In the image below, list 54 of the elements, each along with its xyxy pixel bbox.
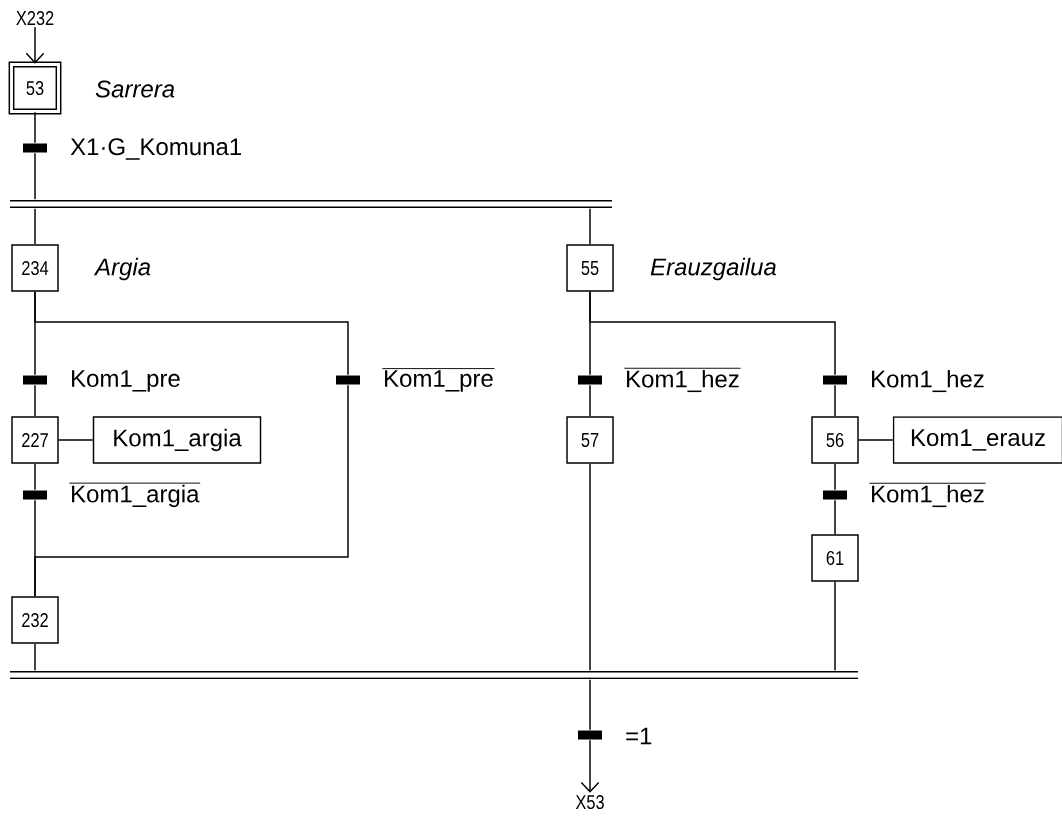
- link-line: [34, 384, 36, 417]
- step-box: 55: [566, 244, 614, 292]
- action-box: Kom1_argia: [92, 416, 262, 464]
- link-line: [58, 439, 94, 441]
- double-line: [10, 671, 858, 679]
- step-box: 234: [11, 244, 59, 292]
- link-line: [834, 384, 836, 417]
- step-box: 56: [811, 416, 859, 464]
- link-line: [34, 463, 36, 491]
- reference-label: X232: [16, 10, 54, 26]
- link-line: [589, 463, 591, 671]
- step-box: 61: [811, 534, 859, 582]
- transition-bar: [23, 375, 47, 385]
- transition-bar: [578, 375, 602, 385]
- transition-condition: Kom1_pre: [72, 370, 180, 392]
- transition-condition: Kom1_pre: [381, 368, 495, 392]
- transition-bar: [336, 375, 360, 385]
- link-line: [589, 384, 591, 417]
- step-box: 227: [11, 416, 59, 464]
- link-line: [589, 291, 836, 376]
- step-box: 232: [11, 596, 59, 644]
- step-label: Sarrera: [95, 80, 175, 98]
- link-line: [589, 208, 591, 245]
- transition-condition: Kom1_argia: [68, 482, 201, 508]
- step-label: Erauzgailua: [650, 257, 776, 281]
- link-line: [834, 463, 836, 491]
- link-line: [34, 152, 36, 200]
- action-box: Kom1_erauz: [892, 416, 1062, 464]
- transition-bar: [23, 143, 47, 153]
- transition-condition: Kom1_hez: [868, 482, 987, 508]
- transition-condition: Kom1_hez: [623, 367, 741, 393]
- link-line: [34, 291, 349, 376]
- transition-bar: [823, 375, 847, 385]
- link-line: [589, 679, 591, 731]
- arrow: [25, 26, 45, 64]
- transition-bar: [23, 490, 47, 500]
- double-line: [10, 200, 612, 208]
- link-line: [858, 439, 894, 441]
- link-line: [834, 499, 836, 535]
- link-line: [34, 208, 36, 245]
- step-box: 57: [566, 416, 614, 464]
- link-line: [34, 111, 36, 144]
- step-label: Argia: [93, 257, 151, 281]
- arrow: [580, 739, 600, 793]
- transition-bar: [823, 490, 847, 500]
- initial-step-box: 53: [8, 61, 62, 115]
- link-line: [34, 643, 36, 671]
- link-line: [834, 581, 836, 671]
- reference-label: X53: [575, 794, 604, 810]
- transition-bar: [578, 730, 602, 740]
- transition-condition: X1·G_Komuna1: [70, 138, 241, 160]
- link-line: [34, 384, 349, 597]
- transition-condition: =1: [626, 727, 652, 745]
- transition-condition: Kom1_hez: [872, 369, 984, 393]
